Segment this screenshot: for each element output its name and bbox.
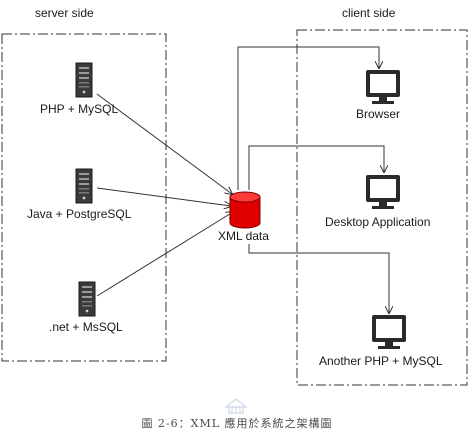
client-label-desktop-application: Desktop Application [325, 215, 431, 229]
monitor-icon [366, 70, 400, 104]
monitor-icon [366, 175, 400, 209]
xml-data-label: XML data [218, 229, 269, 243]
server-side-title: server side [35, 6, 94, 20]
server-tower-icon [75, 168, 93, 204]
server-label-php-mysql: PHP + MySQL [40, 102, 119, 116]
connector-xml-browser [237, 46, 379, 190]
monitor-icon [372, 315, 406, 349]
connector-server2-xml [96, 187, 231, 206]
connector-xml-desktop [248, 145, 384, 190]
database-cylinder-icon [229, 191, 261, 229]
connector-xml-another-php [248, 244, 389, 313]
client-side-title: client side [342, 6, 396, 20]
figure-caption: 圖 2-6：XML 應用於系統之架構圖 [141, 417, 333, 430]
connector-server3-xml [96, 212, 233, 297]
client-label-browser: Browser [356, 107, 401, 121]
server-label-net-mssql: .net + MsSQL [49, 320, 123, 334]
client-side-group [296, 29, 468, 386]
server-tower-icon [75, 62, 93, 98]
server-label-java-postgresql: Java + PostgreSQL [27, 207, 132, 221]
connector-server1-xml [96, 93, 232, 194]
client-label-another-php-mysql: Another PHP + MySQL [319, 354, 443, 368]
watermark-logo [224, 398, 248, 414]
server-tower-icon [78, 281, 96, 317]
